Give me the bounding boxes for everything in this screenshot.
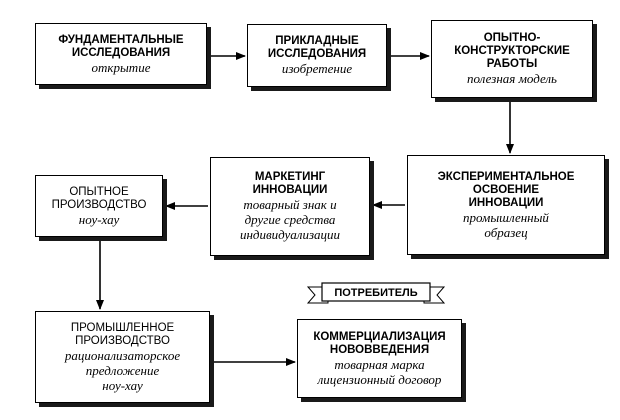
experimental-development-result: промышленный образец <box>463 209 549 240</box>
innovation-marketing-title: МАРКЕТИНГ ИННОВАЦИИ <box>252 171 328 196</box>
industrial-production-result: рационализаторское предложение ноу-хау <box>64 347 181 393</box>
fundamental-research-box: ФУНДАМЕНТАЛЬНЫЕ ИССЛЕДОВАНИЯ открытие <box>35 23 207 85</box>
industrial-production-box: ПРОМЫШЛЕННОЕ ПРОИЗВОДСТВО рационализатор… <box>35 311 210 403</box>
fundamental-research-title: ФУНДАМЕНТАЛЬНЫЕ ИССЛЕДОВАНИЯ <box>58 33 184 59</box>
experimental-development-box: ЭКСПЕРИМЕНТАЛЬНОЕ ОСВОЕНИЕ ИННОВАЦИИ про… <box>407 155 605 255</box>
innovation-marketing-result: товарный знак и другие средства индивиду… <box>239 197 341 242</box>
banner-body <box>321 282 431 302</box>
experimental-development-title: ЭКСПЕРИМЕНТАЛЬНОЕ ОСВОЕНИЕ ИННОВАЦИИ <box>437 170 575 209</box>
pilot-production-result: ноу-хау <box>78 211 120 227</box>
consumer-label: ПОТРЕБИТЕЛЬ <box>334 287 417 299</box>
commercialization-title: КОММЕРЦИАЛИЗАЦИЯ НОВОВВЕДЕНИЯ <box>313 330 446 356</box>
industrial-production-title: ПРОМЫШЛЕННОЕ ПРОИЗВОДСТВО <box>70 321 175 347</box>
pilot-production-box: ОПЫТНОЕ ПРОИЗВОДСТВО ноу-хау <box>35 175 163 237</box>
pilot-production-title: ОПЫТНОЕ ПРОИЗВОДСТВО <box>51 185 147 211</box>
fundamental-research-result: открытие <box>91 59 151 75</box>
rnd-works-title: ОПЫТНО- КОНСТРУКТОРСКИЕ РАБОТЫ <box>454 32 570 70</box>
commercialization-box: КОММЕРЦИАЛИЗАЦИЯ НОВОВВЕДЕНИЯ товарная м… <box>297 319 462 398</box>
consumer-banner: ПОТРЕБИТЕЛЬ <box>306 282 446 304</box>
rnd-works-result: полезная модель <box>467 71 557 86</box>
applied-research-result: изобретение <box>281 61 353 76</box>
innovation-marketing-box: МАРКЕТИНГ ИННОВАЦИИ товарный знак и друг… <box>210 157 370 256</box>
commercialization-result: товарная марка лицензионный договор <box>317 356 442 387</box>
rnd-works-box: ОПЫТНО- КОНСТРУКТОРСКИЕ РАБОТЫ полезная … <box>431 20 593 98</box>
applied-research-box: ПРИКЛАДНЫЕ ИССЛЕДОВАНИЯ изобретение <box>247 24 387 87</box>
applied-research-title: ПРИКЛАДНЫЕ ИССЛЕДОВАНИЯ <box>267 35 367 60</box>
